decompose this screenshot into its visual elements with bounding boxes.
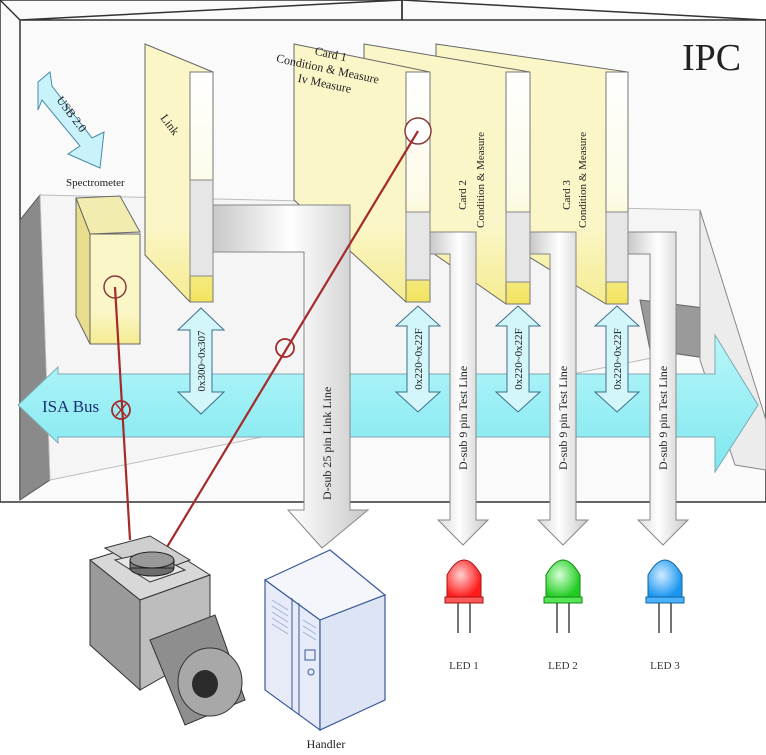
address-arrow-card-1: 0x220~0x22F: [394, 305, 442, 413]
test-line-3-label: D-sub 9 pin Test Line: [656, 366, 670, 470]
test-line-2: D-sub 9 pin Test Line: [529, 231, 590, 546]
address-arrow-card-3: 0x220~0x22F: [593, 305, 641, 413]
address-arrow-link: 0x300~0x307: [176, 307, 226, 415]
card-2-line2: Condition & Measure: [475, 132, 487, 228]
test-line-1-label: D-sub 9 pin Test Line: [456, 366, 470, 470]
card-3-line1: Card 3: [561, 180, 573, 210]
handler: Handler: [263, 549, 387, 751]
link-cable: D-sub 25 pin Link Line: [212, 204, 370, 549]
address-link-label: 0x300~0x307: [196, 330, 208, 391]
card-1-line1: Card 1: [314, 44, 349, 64]
address-card-3-label: 0x220~0x22F: [612, 328, 624, 390]
led-1-label: LED 1: [449, 660, 479, 672]
test-line-3: D-sub 9 pin Test Line: [627, 231, 690, 546]
card-3-line2: Condition & Measure: [577, 132, 589, 228]
link-cable-label: D-sub 25 pin Link Line: [320, 387, 334, 500]
led-2: LED 2: [543, 559, 583, 672]
isa-bus-label: ISA Bus: [42, 397, 99, 416]
fiber-spectrometer: [113, 286, 132, 541]
card-2-line1: Card 2: [457, 180, 469, 210]
camera-probe: [88, 535, 246, 726]
handler-label: Handler: [307, 737, 346, 751]
address-card-1-label: 0x220~0x22F: [413, 328, 425, 390]
led-1: LED 1: [444, 559, 484, 672]
led-3-label: LED 3: [650, 660, 680, 672]
spectrometer-label: Spectrometer: [66, 177, 125, 189]
fiber-card-1: [157, 130, 419, 563]
link-card: Link: [144, 43, 214, 303]
test-line-2-label: D-sub 9 pin Test Line: [556, 366, 570, 470]
fiber-crossing: [111, 400, 131, 420]
led-2-label: LED 2: [548, 660, 578, 672]
address-arrow-card-2: 0x220~0x22F: [494, 305, 542, 413]
led-3: LED 3: [645, 559, 685, 672]
isa-bus: ISA Bus: [17, 333, 759, 474]
test-line-1: D-sub 9 pin Test Line: [429, 231, 490, 546]
optical-fibers: [111, 130, 419, 563]
ipc-title: IPC: [682, 37, 741, 79]
fiber-coupler: [275, 338, 295, 358]
address-card-2-label: 0x220~0x22F: [513, 328, 525, 390]
